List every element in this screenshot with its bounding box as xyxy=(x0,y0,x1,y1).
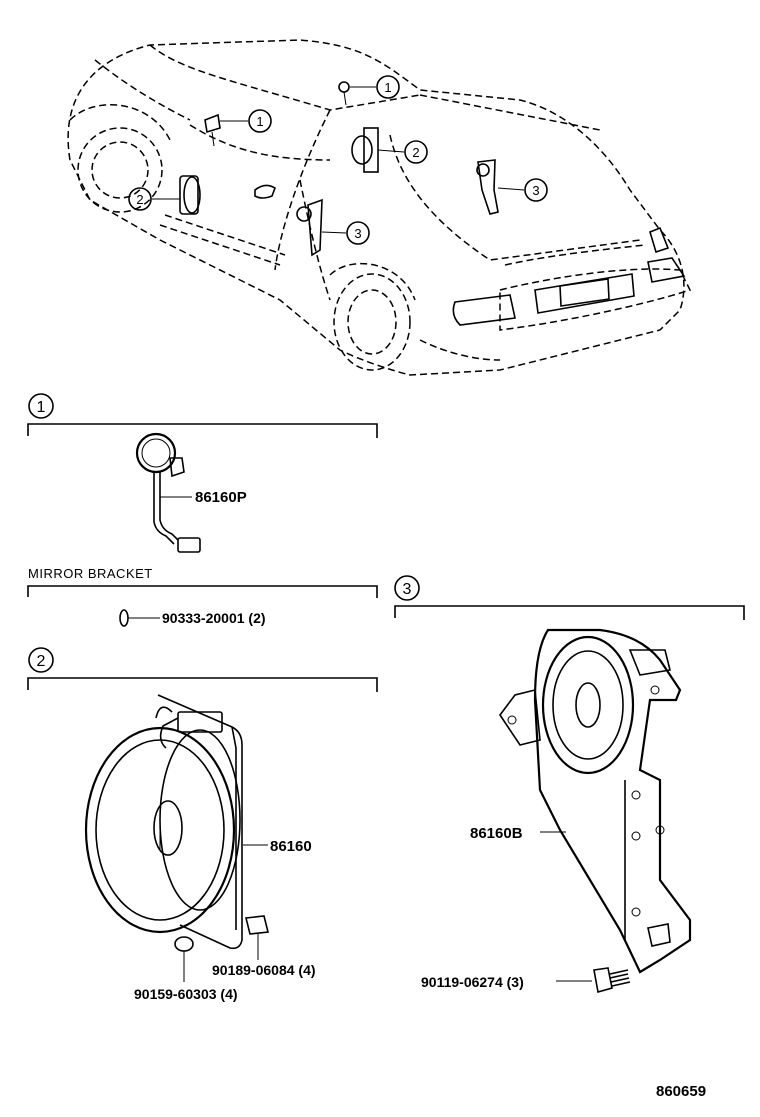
part-90333: 90333-20001 (2) xyxy=(162,610,266,626)
callout-1-mirror: 1 xyxy=(376,75,400,99)
speaker-bracket-86160B xyxy=(499,628,692,974)
svg-text:3: 3 xyxy=(354,226,361,241)
part-90159: 90159-60303 (4) xyxy=(134,986,238,1002)
section-3-bracket xyxy=(394,605,745,620)
nut-90189-icon xyxy=(245,915,269,960)
svg-text:2: 2 xyxy=(136,192,143,207)
car-speaker-bracket-door xyxy=(296,198,323,257)
svg-text:2: 2 xyxy=(412,145,419,160)
part-86160P: 86160P xyxy=(195,489,247,506)
svg-text:1: 1 xyxy=(384,80,391,95)
car-tweeter-mirror xyxy=(338,81,350,106)
svg-text:1: 1 xyxy=(256,114,263,129)
section-1-marker: 1 xyxy=(28,393,54,419)
svg-text:3: 3 xyxy=(403,581,412,598)
mirror-bracket-bracket xyxy=(27,585,378,598)
tweeter-86160P xyxy=(135,432,201,553)
car-outline xyxy=(67,39,692,376)
part-86160B: 86160B xyxy=(470,825,523,842)
car-tweeter-front xyxy=(204,113,221,147)
callout-3-rear: 3 xyxy=(524,178,548,202)
section-2-marker: 2 xyxy=(28,647,54,673)
diagram-id: 860659 xyxy=(656,1083,706,1100)
svg-text:2: 2 xyxy=(37,653,46,670)
car-speaker-front-door xyxy=(179,175,201,215)
screw-90159-icon xyxy=(174,936,194,982)
section-1-bracket xyxy=(27,423,378,438)
callout-2-front: 2 xyxy=(128,187,152,211)
speaker-86160 xyxy=(84,694,243,950)
callout-2-rear: 2 xyxy=(404,140,428,164)
clip-90333-icon xyxy=(119,609,129,627)
svg-text:1: 1 xyxy=(37,399,46,416)
bolt-90119-icon xyxy=(593,967,631,994)
svg-text:3: 3 xyxy=(532,183,539,198)
part-90189: 90189-06084 (4) xyxy=(212,962,316,978)
mirror-bracket-label: MIRROR BRACKET xyxy=(28,566,153,581)
car-speaker-rear-shelf xyxy=(351,127,379,173)
part-90119: 90119-06274 (3) xyxy=(421,974,524,990)
car-speaker-bracket-rear xyxy=(476,159,499,215)
callout-3-door: 3 xyxy=(346,221,370,245)
part-86160: 86160 xyxy=(270,838,312,855)
callout-1-front: 1 xyxy=(248,109,272,133)
section-3-marker: 3 xyxy=(394,575,420,601)
section-2-bracket xyxy=(27,677,378,692)
